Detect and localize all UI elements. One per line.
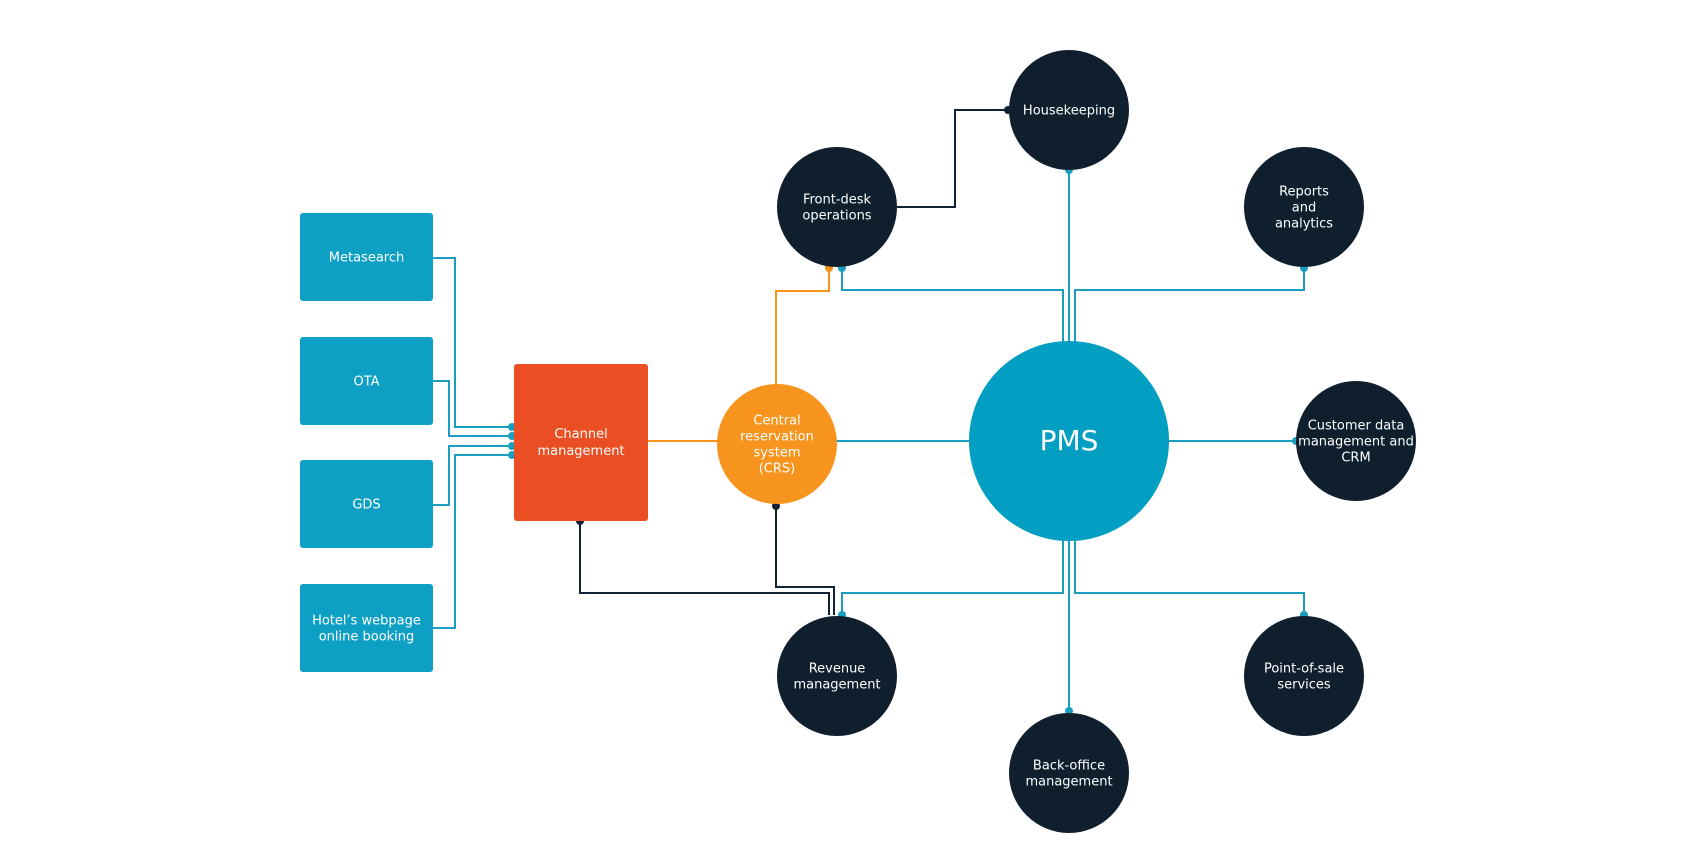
label-line: CRM	[1341, 451, 1370, 466]
pms-circle	[969, 341, 1169, 541]
connector-channel-revenue	[579, 518, 830, 615]
channel-management-box	[514, 364, 648, 521]
label-line: Revenue	[809, 662, 866, 677]
label-line: Housekeeping	[1023, 104, 1115, 119]
label-line: Front-desk	[803, 193, 872, 208]
connector-ota-channel	[433, 380, 512, 437]
front-desk-circle	[777, 147, 897, 267]
connector-dot	[1065, 707, 1073, 715]
connector-pms-frontdesk	[841, 268, 1064, 342]
label-line: operations	[802, 209, 871, 224]
label-line: system	[754, 446, 801, 461]
housekeeping-circle	[1009, 50, 1129, 170]
label-line: Hotel’s webpage	[312, 614, 421, 629]
label-line: and	[1292, 201, 1316, 216]
revenue-circle	[777, 616, 897, 736]
webpage-booking-box	[300, 584, 433, 672]
gds-label: GDS	[352, 498, 380, 513]
label-line: Customer data	[1308, 419, 1405, 434]
channel-management-label: Channel management	[537, 427, 624, 459]
label-line: management	[537, 444, 624, 459]
label-line: Point-of-sale	[1264, 662, 1344, 677]
connector-crs-frontdesk	[775, 268, 830, 385]
label-line: reservation	[740, 430, 814, 445]
label-line: Central	[753, 414, 800, 429]
back-office-circle	[1009, 713, 1129, 833]
label-line: management	[793, 678, 880, 693]
label-line: Reports	[1279, 185, 1329, 200]
label-line: services	[1277, 678, 1331, 693]
connector-frontdesk-housekeeping	[897, 109, 1008, 208]
connector-pms-pos	[1074, 540, 1305, 615]
label-line: management and	[1298, 435, 1414, 450]
connector-webpage-channel	[433, 454, 512, 629]
label-line: online booking	[319, 630, 415, 645]
connector-gds-channel	[433, 445, 512, 506]
connector-pms-revenue	[841, 540, 1064, 615]
ota-box	[300, 337, 433, 425]
crs-circle	[717, 384, 837, 504]
pos-circle	[1244, 616, 1364, 736]
label-line: OTA	[353, 375, 379, 390]
housekeeping-label: Housekeeping	[1023, 104, 1115, 119]
label-line: Channel	[554, 427, 607, 442]
connector-dot	[772, 502, 780, 510]
label-line: analytics	[1275, 217, 1333, 232]
crm-circle	[1296, 381, 1416, 501]
connector-pms-reports	[1074, 268, 1305, 342]
label-line: (CRS)	[759, 462, 796, 477]
ota-label: OTA	[353, 375, 379, 390]
metasearch-label: Metasearch	[329, 251, 404, 266]
reports-circle	[1244, 147, 1364, 267]
label-line: management	[1025, 775, 1112, 790]
connector-crs-revenue	[775, 503, 835, 615]
label-line: GDS	[352, 498, 380, 513]
gds-box	[300, 460, 433, 548]
metasearch-box	[300, 213, 433, 301]
connector-metasearch-channel	[433, 257, 512, 428]
label-line: Back-office	[1033, 759, 1105, 774]
pms-label: PMS	[1040, 424, 1099, 457]
label-line: Metasearch	[329, 251, 404, 266]
